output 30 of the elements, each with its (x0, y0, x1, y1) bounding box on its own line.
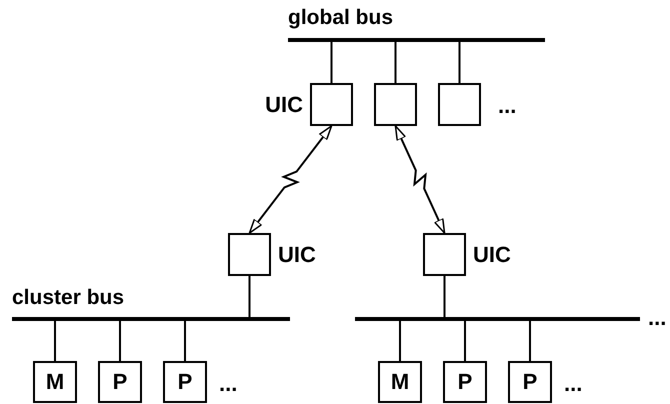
uic-label: UIC (473, 242, 511, 268)
connector-line (464, 321, 466, 361)
connector-line (529, 321, 531, 361)
connector-line (54, 321, 56, 361)
module-box: M (378, 361, 422, 403)
uic-label: UIC (278, 242, 316, 268)
connector-line (399, 321, 401, 361)
connector-line (330, 42, 332, 83)
module-box: P (163, 361, 207, 403)
ellipsis: ... (564, 372, 582, 396)
ellipsis: ... (498, 94, 516, 118)
connector-line (119, 321, 121, 361)
bus-label: cluster bus (12, 286, 126, 310)
link-arrow (248, 125, 332, 234)
uic-label: UIC (265, 92, 303, 118)
module-box: P (443, 361, 487, 403)
uic-box (438, 83, 481, 126)
uic-box (374, 83, 417, 126)
connector-line (444, 276, 446, 317)
module-box: M (33, 361, 77, 403)
module-box: P (98, 361, 142, 403)
connector-line (184, 321, 186, 361)
bus-label: global bus (288, 6, 394, 30)
connector-line (248, 276, 250, 317)
module-box: P (508, 361, 552, 403)
connector-line (458, 42, 460, 83)
ellipsis: ... (648, 306, 666, 330)
connector-line (394, 42, 396, 83)
ellipsis: ... (219, 372, 238, 396)
link-arrow (394, 125, 446, 234)
